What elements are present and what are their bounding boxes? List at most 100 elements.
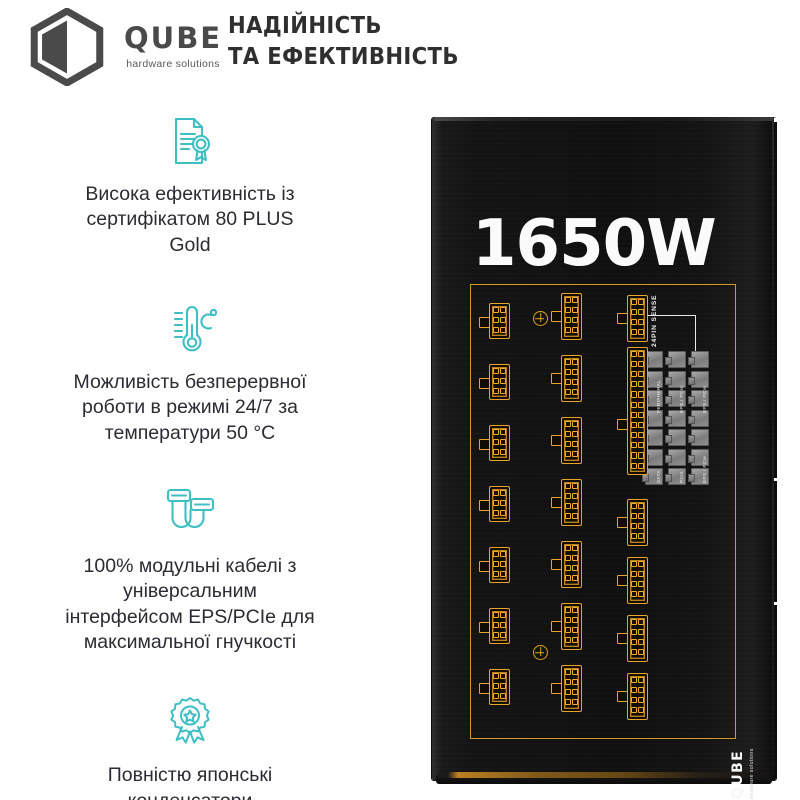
connector-shell [627, 499, 648, 546]
connector-pin [564, 327, 571, 334]
terminal-column [687, 351, 709, 491]
connector-pin [638, 411, 645, 418]
connector-pin [572, 440, 579, 448]
terminal-cell [641, 468, 663, 485]
connector-shell [561, 355, 582, 402]
connector-pin [638, 512, 645, 519]
connector-pin [492, 489, 499, 496]
connector-pin [500, 367, 507, 374]
connector-pin [630, 696, 637, 704]
connector-pin [572, 420, 579, 427]
connector-pin [572, 502, 579, 510]
connector-pin [630, 649, 637, 656]
box-bottom-kraft-edge [438, 772, 770, 778]
connector-pin [492, 438, 499, 445]
sense-leader-drop [695, 315, 697, 351]
brand-name: QUBE [124, 21, 223, 55]
connector-pin [500, 692, 507, 700]
connector-pin [492, 377, 499, 384]
terminal-label: PCIe [679, 471, 684, 483]
connector-pin [630, 401, 637, 408]
connector-shell [627, 673, 648, 720]
connector-pin [564, 544, 571, 551]
connector-pin [572, 699, 579, 706]
connector-pin [638, 298, 645, 305]
connector-pin [572, 575, 579, 582]
terminal-cell [687, 390, 709, 407]
sense-label: 24PIN SENSE [651, 294, 658, 347]
box-notch [774, 478, 780, 481]
hexagon-cube-icon [28, 8, 106, 86]
connector-pin [564, 626, 571, 634]
connector-pin [638, 533, 645, 540]
screw-icon [533, 311, 548, 326]
connector-pin [630, 522, 637, 530]
connector-shell [561, 479, 582, 526]
terminal-cell [687, 448, 709, 466]
terminal-column [664, 351, 686, 491]
connector-pin [638, 580, 645, 588]
connector-pin [638, 686, 645, 693]
box-brand-logo: QUBE hardware solutions [723, 715, 795, 800]
connector-pin [630, 512, 637, 519]
connector-pin [492, 692, 499, 700]
connector-pin [638, 432, 645, 439]
connector-pin [500, 499, 507, 506]
connector-pin [564, 296, 571, 303]
connector-pin [572, 482, 579, 489]
box-bottom-shadow [436, 776, 772, 784]
connector-pin [638, 350, 645, 357]
connector-pin [500, 387, 507, 395]
headline-line-1: НАДІЙНІСТЬ [228, 13, 382, 39]
sense-callout: 24PIN SENSE [639, 291, 725, 353]
terminal-cell [687, 409, 709, 427]
connector-pin [572, 451, 579, 458]
connector-pin [638, 570, 645, 577]
feature-list: Висока ефективність із сертифікатом 80 P… [0, 108, 380, 800]
connector-pin [638, 560, 645, 567]
connector-pin [630, 686, 637, 693]
connector-pin [572, 296, 579, 303]
connector-pin [500, 509, 507, 517]
connector-pin [572, 554, 579, 561]
connector-pin [630, 442, 637, 449]
connector-pin [630, 628, 637, 635]
connector-pin [638, 638, 645, 646]
connector-pin [630, 318, 637, 326]
connector-pin [564, 678, 571, 685]
connector-pin [638, 308, 645, 315]
connector-pin [572, 389, 579, 396]
box-notch [774, 602, 780, 605]
connector-pin [630, 462, 637, 469]
terminal-cell [641, 429, 663, 446]
connector-pin [638, 401, 645, 408]
connector-pin [500, 377, 507, 384]
connector-pin [492, 367, 499, 374]
connector-pin [630, 411, 637, 418]
connector-pin [492, 682, 499, 689]
connector-pin [572, 564, 579, 572]
connector-pin [564, 430, 571, 437]
connector-pin [630, 421, 637, 429]
connector-pin [638, 452, 645, 459]
connector-pin [572, 668, 579, 675]
box-notch [774, 118, 780, 122]
connector-shell [561, 293, 582, 340]
modular-cable-icon [0, 480, 380, 546]
connector-pin [630, 298, 637, 305]
connector-shell [561, 603, 582, 650]
terminal-label: EPS / PCIe [679, 385, 684, 413]
headline: НАДІЙНІСТЬ ТА ЕФЕКТИВНІСТЬ [228, 11, 459, 72]
connector-pin [564, 688, 571, 696]
connector-pin [638, 591, 645, 598]
terminal-cell [687, 351, 709, 368]
connector-shell [489, 364, 510, 401]
connector-pin [564, 440, 571, 448]
connector-pin [630, 580, 637, 588]
feature-item-efficiency: Висока ефективність із сертифікатом 80 P… [0, 108, 380, 258]
terminal-cell [664, 429, 686, 446]
connector-pin [564, 502, 571, 510]
connector-shell [627, 347, 648, 476]
